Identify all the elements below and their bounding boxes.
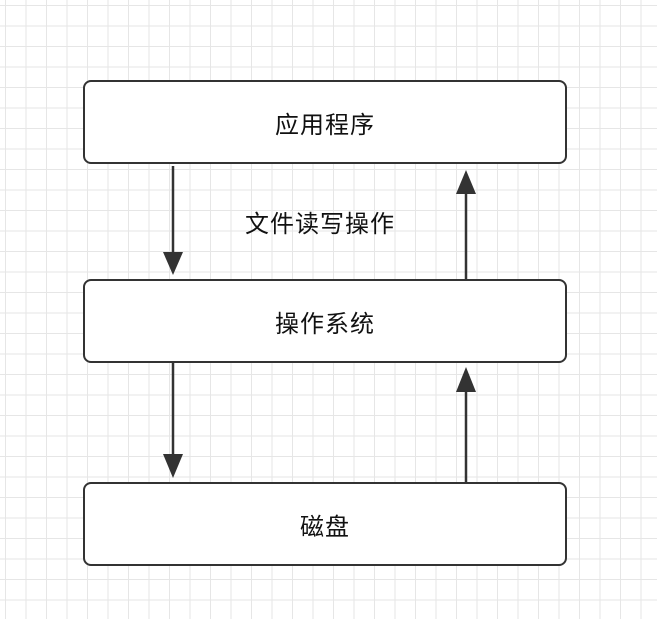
node-application-label: 应用程序 xyxy=(275,110,375,139)
arrow-os-to-disk xyxy=(163,363,183,478)
node-disk-label: 磁盘 xyxy=(300,512,350,541)
node-operating-system-label: 操作系统 xyxy=(275,309,375,338)
node-operating-system[interactable]: 操作系统 xyxy=(83,279,567,363)
node-application[interactable]: 应用程序 xyxy=(83,80,567,164)
node-disk[interactable]: 磁盘 xyxy=(83,482,567,566)
edge-label-file-io: 文件读写操作 xyxy=(245,210,395,238)
arrow-disk-to-os xyxy=(456,367,476,482)
arrow-app-to-os xyxy=(163,166,183,275)
arrow-os-to-app xyxy=(456,170,476,279)
